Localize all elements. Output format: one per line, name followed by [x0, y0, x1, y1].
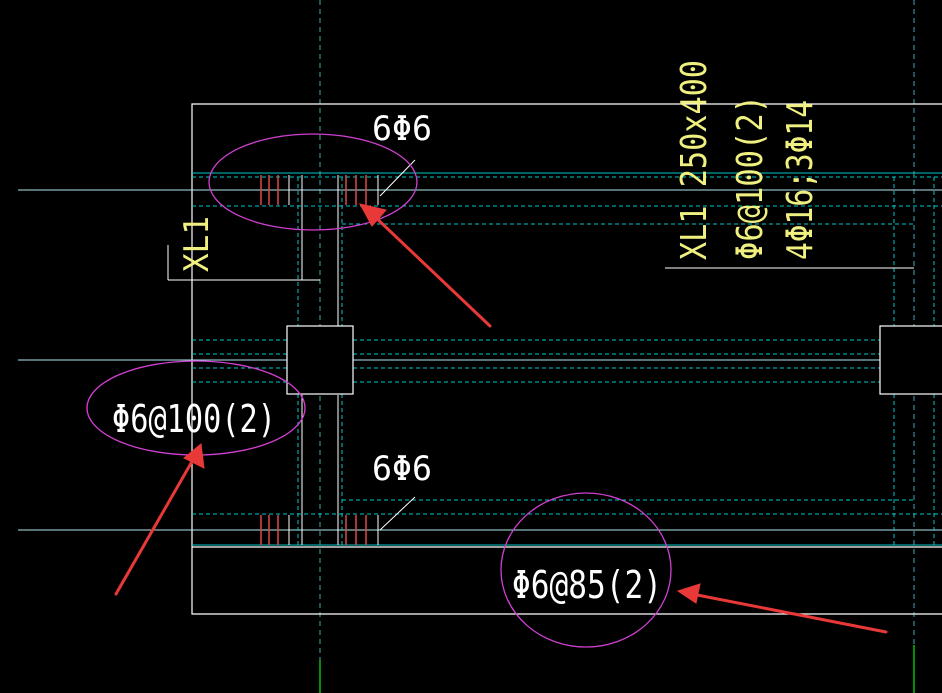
- highlight-ellipse-top: [208, 133, 418, 231]
- arrow-top: [359, 203, 492, 328]
- highlight-ellipse-bottom: [500, 492, 672, 648]
- side-beam-name-label: XL1: [177, 216, 217, 272]
- arrow-bottom-shaft: [690, 592, 888, 634]
- pointer-arrows: [114, 203, 888, 634]
- arrow-top-head: [359, 203, 387, 227]
- beam-callout-line1: XL1 250x400: [674, 60, 715, 260]
- top-stirrup-count-label: 6Φ6: [372, 109, 432, 149]
- stirrups-bottom-right: [345, 515, 367, 545]
- outline-top-left: [191, 103, 942, 615]
- green-axis-lines: [319, 645, 915, 693]
- column-box-right: [879, 325, 942, 395]
- bottom-stirrup-spec-label: Φ6@85(2): [512, 563, 662, 607]
- top-beam-band: [192, 172, 942, 225]
- column-boxes: [286, 325, 942, 395]
- vertical-dash-axes: [319, 0, 915, 660]
- middle-beam-band: [192, 339, 942, 383]
- horizontal-axes: [18, 189, 942, 531]
- arrow-left-shaft: [114, 456, 196, 596]
- beam-callout-line3: 4Φ16;3Φ14: [780, 100, 821, 260]
- stirrups-top-left: [260, 175, 279, 205]
- stirrup-leaders: [379, 159, 416, 531]
- stirrups-top-right: [345, 175, 367, 205]
- arrow-left-head: [183, 443, 205, 469]
- column-box-left: [286, 325, 354, 395]
- left-stirrup-spec-label: Φ6@100(2): [112, 397, 276, 441]
- bottom-stirrup-count-label: 6Φ6: [372, 449, 432, 489]
- leader-bottom: [379, 496, 416, 531]
- side-beam-leader: [167, 245, 320, 281]
- bottom-beam-band: [192, 499, 942, 546]
- arrow-left: [114, 443, 205, 596]
- leader-top: [379, 159, 416, 197]
- arrow-top-shaft: [370, 212, 492, 328]
- beam-callout-line2: Φ6@100(2): [730, 95, 771, 260]
- stirrups-bottom-left: [260, 515, 279, 545]
- highlight-ellipses: [86, 133, 672, 648]
- stirrup-white-edges: [288, 175, 379, 545]
- beam-outline: [191, 103, 942, 615]
- arrow-bottom: [676, 583, 888, 634]
- arrow-bottom-head: [676, 583, 701, 604]
